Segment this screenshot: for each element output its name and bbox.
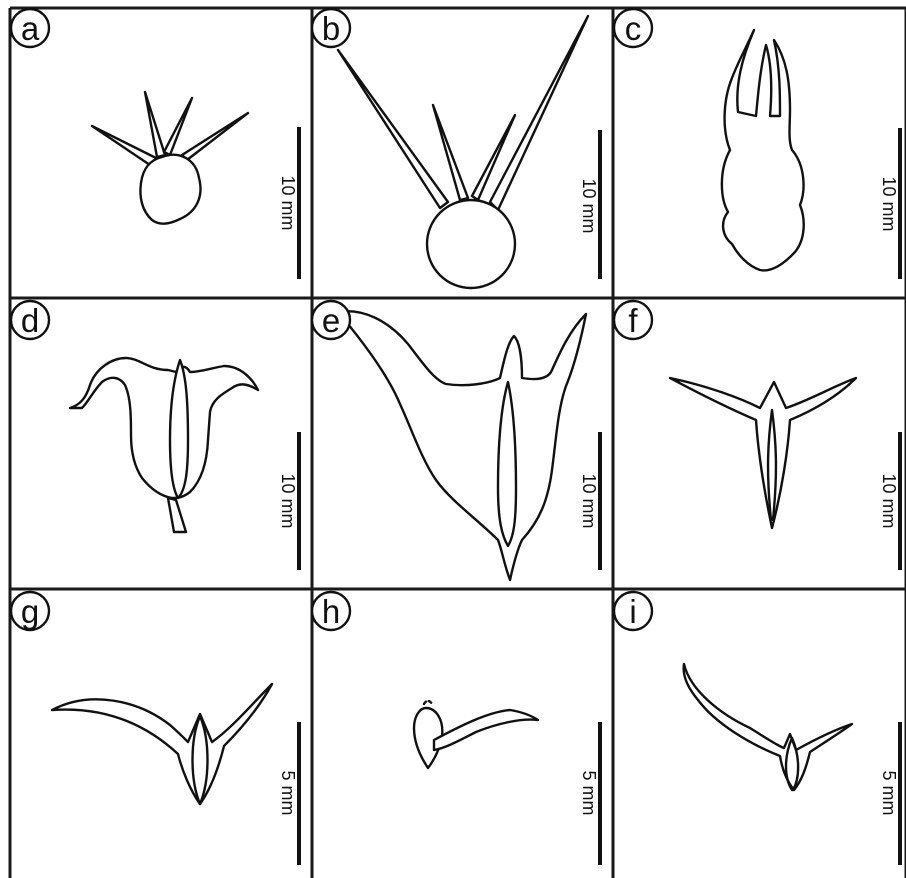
- panel-label-e: e: [322, 302, 340, 339]
- scale-label-a: 10 mm: [278, 175, 298, 230]
- panel-a: a 10 mm: [11, 9, 299, 279]
- scale-label-h: 5 mm: [579, 771, 599, 816]
- scale-label-i: 5 mm: [879, 771, 899, 816]
- fruit-b: [338, 16, 588, 288]
- panel-label-b: b: [322, 10, 340, 47]
- panel-f: f 10 mm: [614, 301, 900, 570]
- panel-label-c: c: [625, 10, 642, 47]
- panel-e: e 10 mm: [312, 301, 600, 580]
- scale-label-b: 10 mm: [579, 178, 599, 233]
- fruit-c: [722, 30, 804, 270]
- scale-label-f: 10 mm: [879, 473, 899, 528]
- panel-i: i 5 mm: [614, 592, 900, 865]
- panel-label-h: h: [322, 593, 340, 630]
- panel-label-g: g: [21, 593, 39, 630]
- panel-d: d 10 mm: [11, 301, 299, 570]
- scale-label-e: 10 mm: [579, 473, 599, 528]
- fruit-e: [338, 311, 586, 580]
- panel-label-a: a: [21, 10, 40, 47]
- panel-c: c 10 mm: [614, 9, 900, 279]
- fruit-a: [92, 92, 248, 224]
- fruit-d: [70, 358, 258, 532]
- fruit-f: [670, 378, 856, 528]
- fruit-i: [684, 664, 852, 790]
- scale-label-g: 5 mm: [278, 771, 298, 816]
- scale-label-d: 10 mm: [278, 473, 298, 528]
- panel-label-i: i: [629, 593, 636, 630]
- scale-label-c: 10 mm: [879, 176, 899, 231]
- panel-g: g 5 mm: [11, 592, 299, 865]
- fruit-h: [414, 701, 538, 768]
- panel-label-f: f: [628, 302, 638, 339]
- fruit-g: [52, 684, 272, 804]
- panel-b: b 10 mm: [312, 9, 600, 288]
- panel-label-d: d: [21, 302, 39, 339]
- panel-h: h 5 mm: [312, 592, 600, 865]
